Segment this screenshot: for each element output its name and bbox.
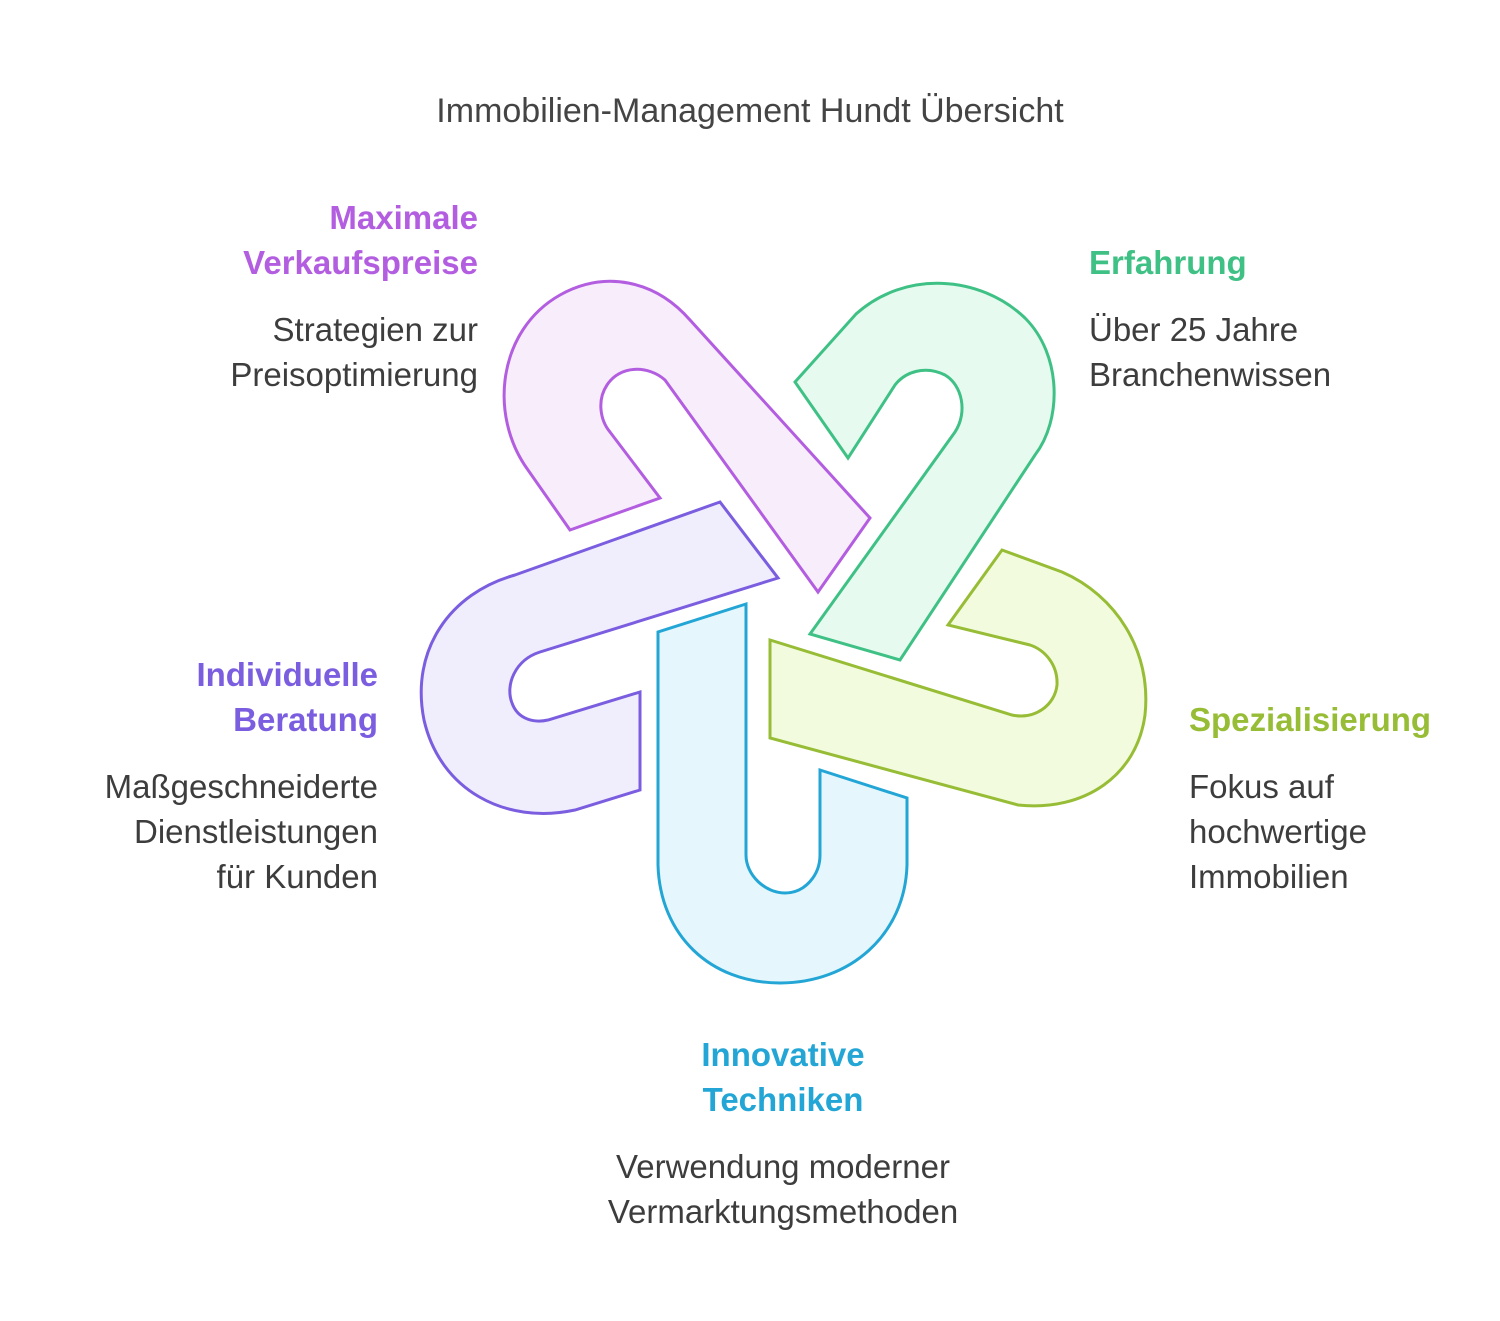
link-spezialisierung	[768, 548, 1148, 808]
item-individuelle-beratung: Individuelle Beratung Maßgeschneiderte D…	[18, 652, 378, 899]
item-description: Über 25 Jahre Branchenwissen	[1089, 311, 1332, 393]
item-heading: Erfahrung	[1089, 244, 1247, 281]
link-erfahrung	[793, 281, 1056, 662]
item-description: Fokus auf hochwertige Immobilien	[1189, 768, 1367, 895]
item-heading: Individuelle Beratung	[196, 656, 378, 738]
link-innovative-techniken	[656, 601, 909, 985]
item-description: Maßgeschneiderte Dienstleistungen für Ku…	[104, 768, 378, 895]
item-heading: Innovative Techniken	[701, 1036, 865, 1118]
item-spezialisierung: Spezialisierung Fokus auf hochwertige Im…	[1189, 697, 1489, 899]
diagram-title: Immobilien-Management Hundt Übersicht	[436, 92, 1064, 130]
item-description: Verwendung moderner Vermarktungsmethoden	[607, 1148, 959, 1230]
link-maximale-verkaufspreise	[502, 279, 872, 595]
item-innovative-techniken: Innovative Techniken Verwendung moderner…	[533, 1032, 1033, 1234]
item-heading: Spezialisierung	[1189, 701, 1432, 738]
item-heading: Maximale Verkaufspreise	[243, 199, 478, 281]
link-individuelle-beratung	[419, 500, 781, 815]
item-erfahrung: Erfahrung Über 25 Jahre Branchenwissen	[1089, 240, 1469, 397]
item-maximale-verkaufspreise: Maximale Verkaufspreise Strategien zur P…	[38, 195, 478, 397]
item-description: Strategien zur Preisoptimierung	[230, 311, 478, 393]
